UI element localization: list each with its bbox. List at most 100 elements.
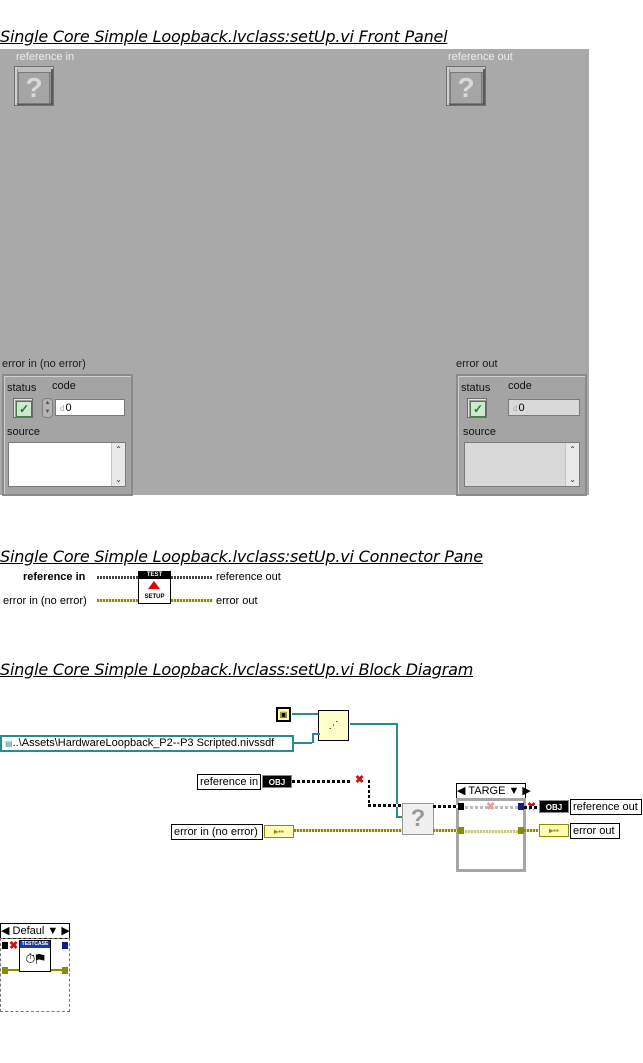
error-wire bbox=[524, 829, 538, 832]
build-path-node-icon: ⋰ bbox=[318, 710, 349, 741]
code-field[interactable]: d0 bbox=[55, 399, 125, 416]
cp-input-reference-in: reference in bbox=[23, 571, 86, 583]
checkmark-icon: ✓ bbox=[16, 401, 32, 417]
tunnel bbox=[458, 827, 464, 834]
cp-output-reference-out: reference out bbox=[216, 571, 281, 583]
code-indicator: d0 bbox=[508, 399, 580, 416]
testcase-subvi[interactable]: TESTCASE ⏱⚑ bbox=[19, 940, 51, 972]
default-case-selector[interactable]: ◀ Defaul ▼ ▶ bbox=[0, 923, 70, 939]
reference-wire bbox=[465, 806, 518, 809]
checkmark-icon: ✓ bbox=[470, 401, 486, 417]
setup-vi-icon: TEST SETUP bbox=[138, 571, 171, 604]
reference-out-terminal[interactable]: OBJ bbox=[539, 800, 569, 813]
source-scrollbar[interactable]: ⌃ ⌄ bbox=[111, 443, 125, 486]
tunnel bbox=[518, 827, 524, 834]
reference-in-control[interactable]: ? bbox=[14, 66, 54, 106]
path-wire bbox=[396, 816, 402, 818]
status-indicator: ✓ bbox=[467, 398, 487, 418]
reference-out-label: reference out bbox=[448, 51, 513, 63]
error-in-label: error in (no error) bbox=[2, 358, 86, 370]
reference-wire bbox=[171, 576, 213, 579]
error-in-terminal-label: error in (no error) bbox=[171, 824, 263, 840]
stopwatch-flag-icon: ⏱⚑ bbox=[25, 951, 45, 966]
chevron-down-icon[interactable]: ▼ bbox=[47, 925, 59, 937]
reference-in-terminal[interactable]: OBJ bbox=[262, 775, 292, 788]
cp-input-error-in: error in (no error) bbox=[3, 595, 87, 607]
case-selector[interactable]: ◀ TARGE ▼ ▶ bbox=[456, 783, 531, 799]
error-in-cluster[interactable]: status code ✓ ▲▼ d0 source ⌃ ⌄ bbox=[2, 374, 133, 496]
code-label: code bbox=[508, 380, 532, 392]
error-out-cluster: status code ✓ d0 source ⌃ ⌄ bbox=[456, 374, 587, 496]
icon-text: SETUP bbox=[144, 594, 165, 600]
source-label: source bbox=[463, 426, 497, 438]
question-mark-icon: ? bbox=[450, 72, 482, 104]
code-label: code bbox=[52, 380, 76, 392]
error-in-terminal[interactable]: ▸▪▪ bbox=[264, 825, 294, 838]
scroll-down-icon[interactable]: ⌄ bbox=[115, 475, 122, 484]
source-field[interactable]: ⌃ ⌄ bbox=[8, 442, 126, 487]
question-mark-icon: ? bbox=[18, 72, 50, 104]
front-panel: reference in ? reference out ? error in … bbox=[0, 49, 589, 496]
missing-subvi-icon[interactable]: ? bbox=[402, 803, 434, 835]
reference-wire bbox=[433, 805, 459, 808]
path-constant-value: ..\Assets\HardwareLoopback_P2--P3 Script… bbox=[12, 737, 275, 749]
reference-out-indicator: ? bbox=[446, 66, 486, 106]
source-label: source bbox=[7, 426, 41, 438]
tunnel bbox=[62, 967, 68, 974]
status-toggle[interactable]: ✓ bbox=[13, 398, 33, 418]
reference-in-label: reference in bbox=[16, 51, 75, 63]
case-selector-value: TARGE bbox=[468, 785, 506, 797]
tunnel bbox=[2, 967, 8, 974]
icon-banner: TEST bbox=[139, 572, 170, 579]
warning-triangle-icon bbox=[148, 581, 160, 589]
scroll-up-icon[interactable]: ⌃ bbox=[115, 445, 122, 454]
error-out-terminal-label: error out bbox=[570, 823, 620, 839]
scroll-up-icon[interactable]: ⌃ bbox=[569, 445, 576, 454]
path-constant[interactable]: ▤..\Assets\HardwareLoopback_P2--P3 Scrip… bbox=[0, 735, 294, 752]
chevron-down-icon[interactable]: ▼ bbox=[508, 785, 520, 797]
reference-in-terminal-label: reference in bbox=[197, 774, 261, 790]
case-structure[interactable] bbox=[456, 798, 526, 872]
error-wire bbox=[51, 969, 62, 971]
case-next-icon[interactable]: ▶ bbox=[61, 925, 70, 937]
current-vi-path-icon: ▣ bbox=[276, 707, 291, 722]
tunnel bbox=[62, 942, 68, 949]
source-indicator: ⌃ ⌄ bbox=[464, 442, 580, 487]
tunnel bbox=[518, 803, 524, 810]
error-out-label: error out bbox=[456, 358, 498, 370]
error-wire bbox=[465, 830, 518, 833]
path-icon: ▤ bbox=[5, 739, 13, 748]
cp-output-error-out: error out bbox=[216, 595, 258, 607]
scroll-down-icon[interactable]: ⌄ bbox=[569, 475, 576, 484]
subvi-banner: TESTCASE bbox=[20, 941, 50, 948]
case-prev-icon[interactable]: ◀ bbox=[457, 785, 466, 797]
case-next-icon[interactable]: ▶ bbox=[522, 785, 531, 797]
case-prev-icon[interactable]: ◀ bbox=[1, 925, 10, 937]
error-wire bbox=[171, 599, 213, 602]
error-x-icon: ✖ bbox=[9, 940, 19, 952]
default-case-selector-value: Defaul bbox=[12, 925, 45, 937]
status-label: status bbox=[7, 382, 37, 394]
error-wire bbox=[294, 829, 402, 832]
reference-out-terminal-label: reference out bbox=[570, 799, 642, 815]
reference-wire bbox=[97, 576, 138, 579]
reference-wire bbox=[524, 806, 538, 809]
reference-wire bbox=[292, 780, 352, 783]
error-wire bbox=[8, 969, 19, 971]
error-x-icon: ✖ bbox=[486, 801, 496, 813]
reference-wire bbox=[368, 804, 402, 807]
tunnel bbox=[2, 942, 8, 949]
path-wire bbox=[292, 713, 318, 715]
code-increment-decrement[interactable]: ▲▼ bbox=[42, 398, 53, 418]
code-value: 0 bbox=[518, 402, 525, 414]
error-out-terminal[interactable]: ▸▪▪ bbox=[539, 824, 569, 837]
default-case-structure[interactable] bbox=[0, 938, 70, 1012]
error-wire bbox=[433, 829, 459, 832]
path-wire bbox=[396, 723, 398, 818]
code-value: 0 bbox=[65, 402, 72, 414]
block-diagram-title: Single Core Simple Loopback.lvclass:setU… bbox=[0, 660, 474, 679]
reference-wire bbox=[368, 780, 370, 806]
path-wire bbox=[312, 733, 314, 743]
source-scrollbar[interactable]: ⌃ ⌄ bbox=[565, 443, 579, 486]
path-wire bbox=[312, 733, 320, 735]
